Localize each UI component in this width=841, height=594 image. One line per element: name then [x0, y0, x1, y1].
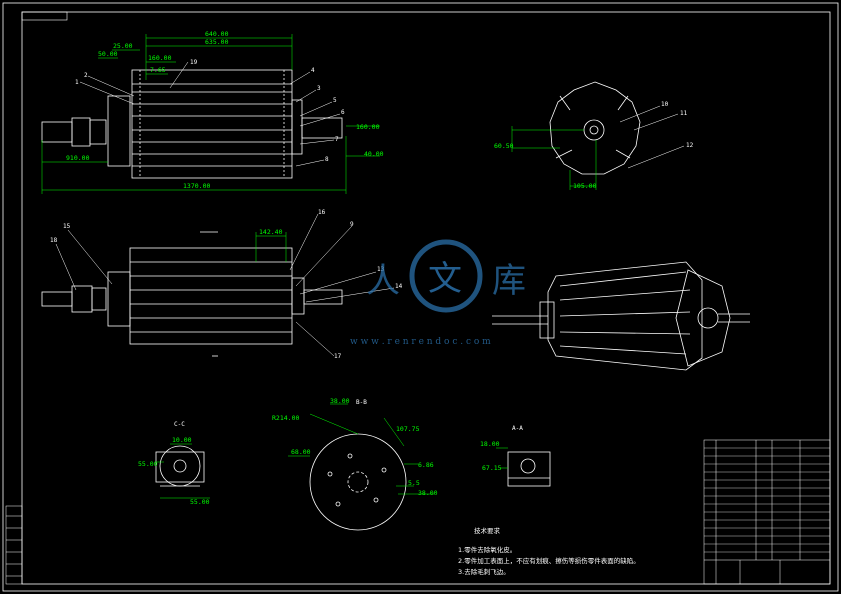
part-17: 17	[334, 353, 342, 360]
section-a-dimensions	[496, 447, 508, 469]
dim-50: 50.00	[98, 50, 118, 58]
end-view	[549, 81, 641, 175]
dim-60-50: 60.50	[494, 142, 514, 150]
parts-list-rows	[704, 447, 830, 553]
dim-b-38b: 38.00	[418, 489, 438, 497]
part-8: 8	[325, 156, 329, 163]
dim-b-5-5: 5.5	[408, 479, 420, 487]
dim-b-6-86: 6.86	[418, 461, 434, 469]
top-view	[41, 69, 343, 179]
part-14: 14	[395, 283, 403, 290]
part-12: 12	[686, 142, 694, 149]
part-15: 15	[63, 223, 71, 230]
part-16: 16	[318, 209, 326, 216]
end-view-dimensions	[511, 126, 597, 190]
watermark-char-ku: 库	[492, 261, 526, 301]
drawing-frame	[21, 11, 831, 585]
dim-160-right: 160.00	[356, 123, 380, 131]
tech-note-3: 3.去除毛刺飞边。	[458, 567, 510, 576]
dim-635: 635.00	[205, 38, 229, 46]
section-c-dimensions	[156, 443, 210, 499]
front-view-leaders	[55, 213, 395, 357]
part-2: 2	[84, 72, 88, 79]
section-a-view	[507, 451, 551, 487]
watermark-char-wen: 文	[428, 259, 462, 299]
dim-640: 640.00	[205, 30, 229, 38]
isometric-view	[492, 261, 750, 371]
part-13: 13	[377, 266, 385, 273]
part-7: 7	[335, 136, 339, 143]
dim-910: 910.00	[66, 154, 90, 162]
dim-b-r214: R214.00	[272, 414, 299, 422]
dim-40: 40.00	[364, 150, 384, 158]
part-3: 3	[317, 85, 321, 92]
top-view-dimensions	[41, 34, 380, 194]
dim-c-55a: 55.00	[138, 460, 158, 468]
watermark-url: w w w . r e n r e n d o c . c o m	[350, 337, 491, 347]
dim-142-40: 142.40	[259, 228, 283, 236]
end-view-leaders	[619, 105, 685, 169]
dim-b-68: 68.00	[291, 448, 311, 456]
part-1: 1	[75, 79, 79, 86]
part-11: 11	[680, 110, 688, 117]
part-10: 10	[661, 101, 669, 108]
dim-b-38a: 38.00	[330, 397, 350, 405]
front-view-dimensions	[255, 232, 287, 262]
corner-tab	[21, 11, 68, 21]
part-5: 5	[333, 97, 337, 104]
dim-b-107: 107.75	[396, 425, 420, 433]
dim-a-67: 67.15	[482, 464, 502, 472]
section-a-label: A-A	[512, 425, 523, 432]
tech-notes-title: 技术要求	[474, 526, 501, 535]
front-view	[41, 231, 343, 357]
section-b-view	[309, 433, 407, 531]
section-c-label: C-C	[174, 421, 185, 428]
dim-25: 25.00	[113, 42, 133, 50]
dim-7-65: 7.65	[150, 66, 166, 74]
tech-note-2: 2.零件加工表面上，不应有划痕、擦伤等损伤零件表面的缺陷。	[458, 556, 640, 565]
part-19: 19	[190, 59, 198, 66]
part-18: 18	[50, 237, 58, 244]
part-6: 6	[341, 109, 345, 116]
section-c-view	[155, 445, 205, 487]
dim-1370: 1370.00	[183, 182, 210, 190]
dim-105: 105.00	[573, 182, 597, 190]
watermark-char-ren: 人	[366, 261, 400, 301]
dim-c-10: 10.00	[172, 436, 192, 444]
section-b-dimensions	[288, 403, 434, 495]
dim-160: 160.00	[148, 54, 172, 62]
part-4: 4	[311, 67, 315, 74]
dim-c-55b: 55.00	[190, 498, 210, 506]
top-view-leaders	[79, 61, 341, 167]
section-b-label: B-B	[356, 399, 367, 406]
part-9: 9	[350, 221, 354, 228]
watermark: 人 文 库 w w w . r e n r e n d o c . c o m	[350, 239, 526, 347]
tech-note-1: 1.零件去除氧化皮。	[458, 545, 516, 554]
dim-a-18: 18.00	[480, 440, 500, 448]
revision-block	[5, 505, 23, 585]
